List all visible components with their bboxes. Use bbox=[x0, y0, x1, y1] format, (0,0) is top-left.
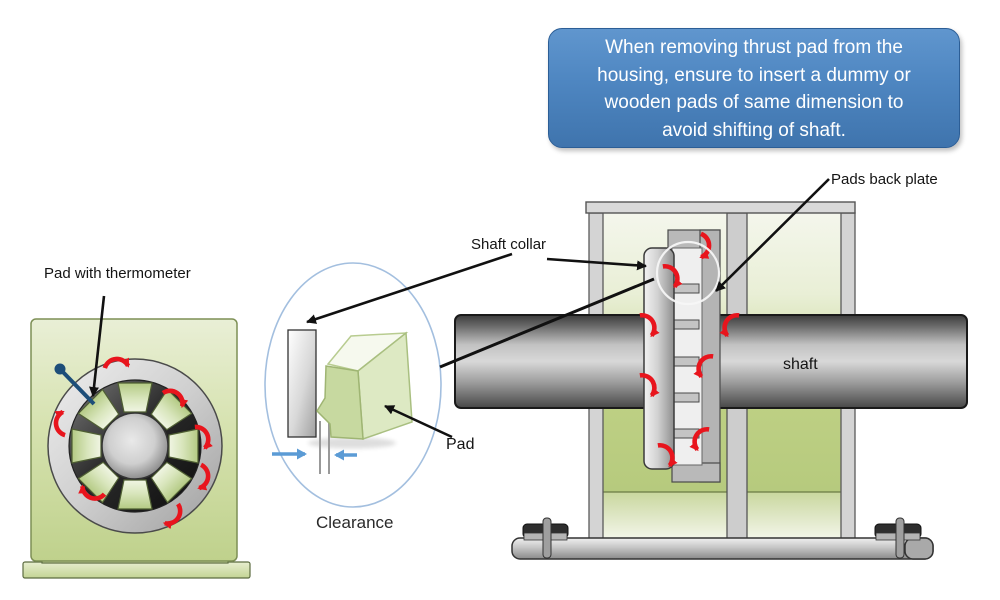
highlight-circle-icon bbox=[655, 240, 721, 306]
bearing-base-plate bbox=[22, 561, 251, 579]
callout-line: When removing thrust pad from the bbox=[605, 37, 903, 58]
callout-box: When removing thrust pad from the housin… bbox=[548, 28, 960, 148]
clearance-gap-lines bbox=[319, 421, 330, 474]
base-rail-assembly bbox=[511, 517, 934, 560]
foot-left bbox=[522, 517, 569, 559]
label-pad: Pad bbox=[446, 436, 475, 453]
back-plate-bottom bbox=[671, 462, 721, 483]
shaft-collar-to-assembly-arrow bbox=[546, 257, 647, 271]
zoom-ellipse bbox=[264, 262, 442, 508]
callout-line: avoid shifting of shaft. bbox=[662, 119, 846, 141]
clearance-arrows-icon bbox=[272, 448, 357, 461]
detail-connector-line bbox=[439, 277, 655, 369]
pads-back-plate-arrow bbox=[715, 178, 830, 292]
pad-label-arrow bbox=[384, 404, 453, 439]
label-shaft: shaft bbox=[783, 356, 818, 373]
pad-shadow bbox=[308, 437, 396, 449]
annotation-arrows bbox=[306, 178, 830, 439]
label-pad-with-thermometer: Pad with thermometer bbox=[44, 265, 191, 282]
shaft-collar bbox=[643, 247, 675, 470]
shaft-collar-detail bbox=[287, 329, 317, 438]
housing-top-beam bbox=[585, 201, 856, 214]
foot-right bbox=[874, 517, 922, 559]
label-clearance: Clearance bbox=[316, 513, 394, 532]
label-shaft-collar: Shaft collar bbox=[471, 236, 547, 253]
middle-diagram-clearance-detail bbox=[264, 262, 442, 508]
base-rail bbox=[511, 537, 934, 560]
pad-3d-shape bbox=[316, 331, 413, 441]
shaft-collar-to-detail-arrow bbox=[306, 252, 513, 324]
right-diagram-bearing-side-view bbox=[454, 201, 968, 560]
shaft-hub bbox=[101, 412, 169, 480]
housing-interior-bottom bbox=[603, 492, 841, 538]
callout-line: wooden pads of same dimension to bbox=[604, 92, 904, 113]
thermometer-probe-icon bbox=[54, 363, 96, 406]
left-diagram-bearing-front-view bbox=[22, 295, 251, 579]
callout-line: housing, ensure to insert a dummy or bbox=[597, 64, 911, 86]
pad-thermometer-annotation-arrow bbox=[89, 295, 106, 397]
label-pads-back-plate: Pads back plate bbox=[831, 171, 938, 188]
